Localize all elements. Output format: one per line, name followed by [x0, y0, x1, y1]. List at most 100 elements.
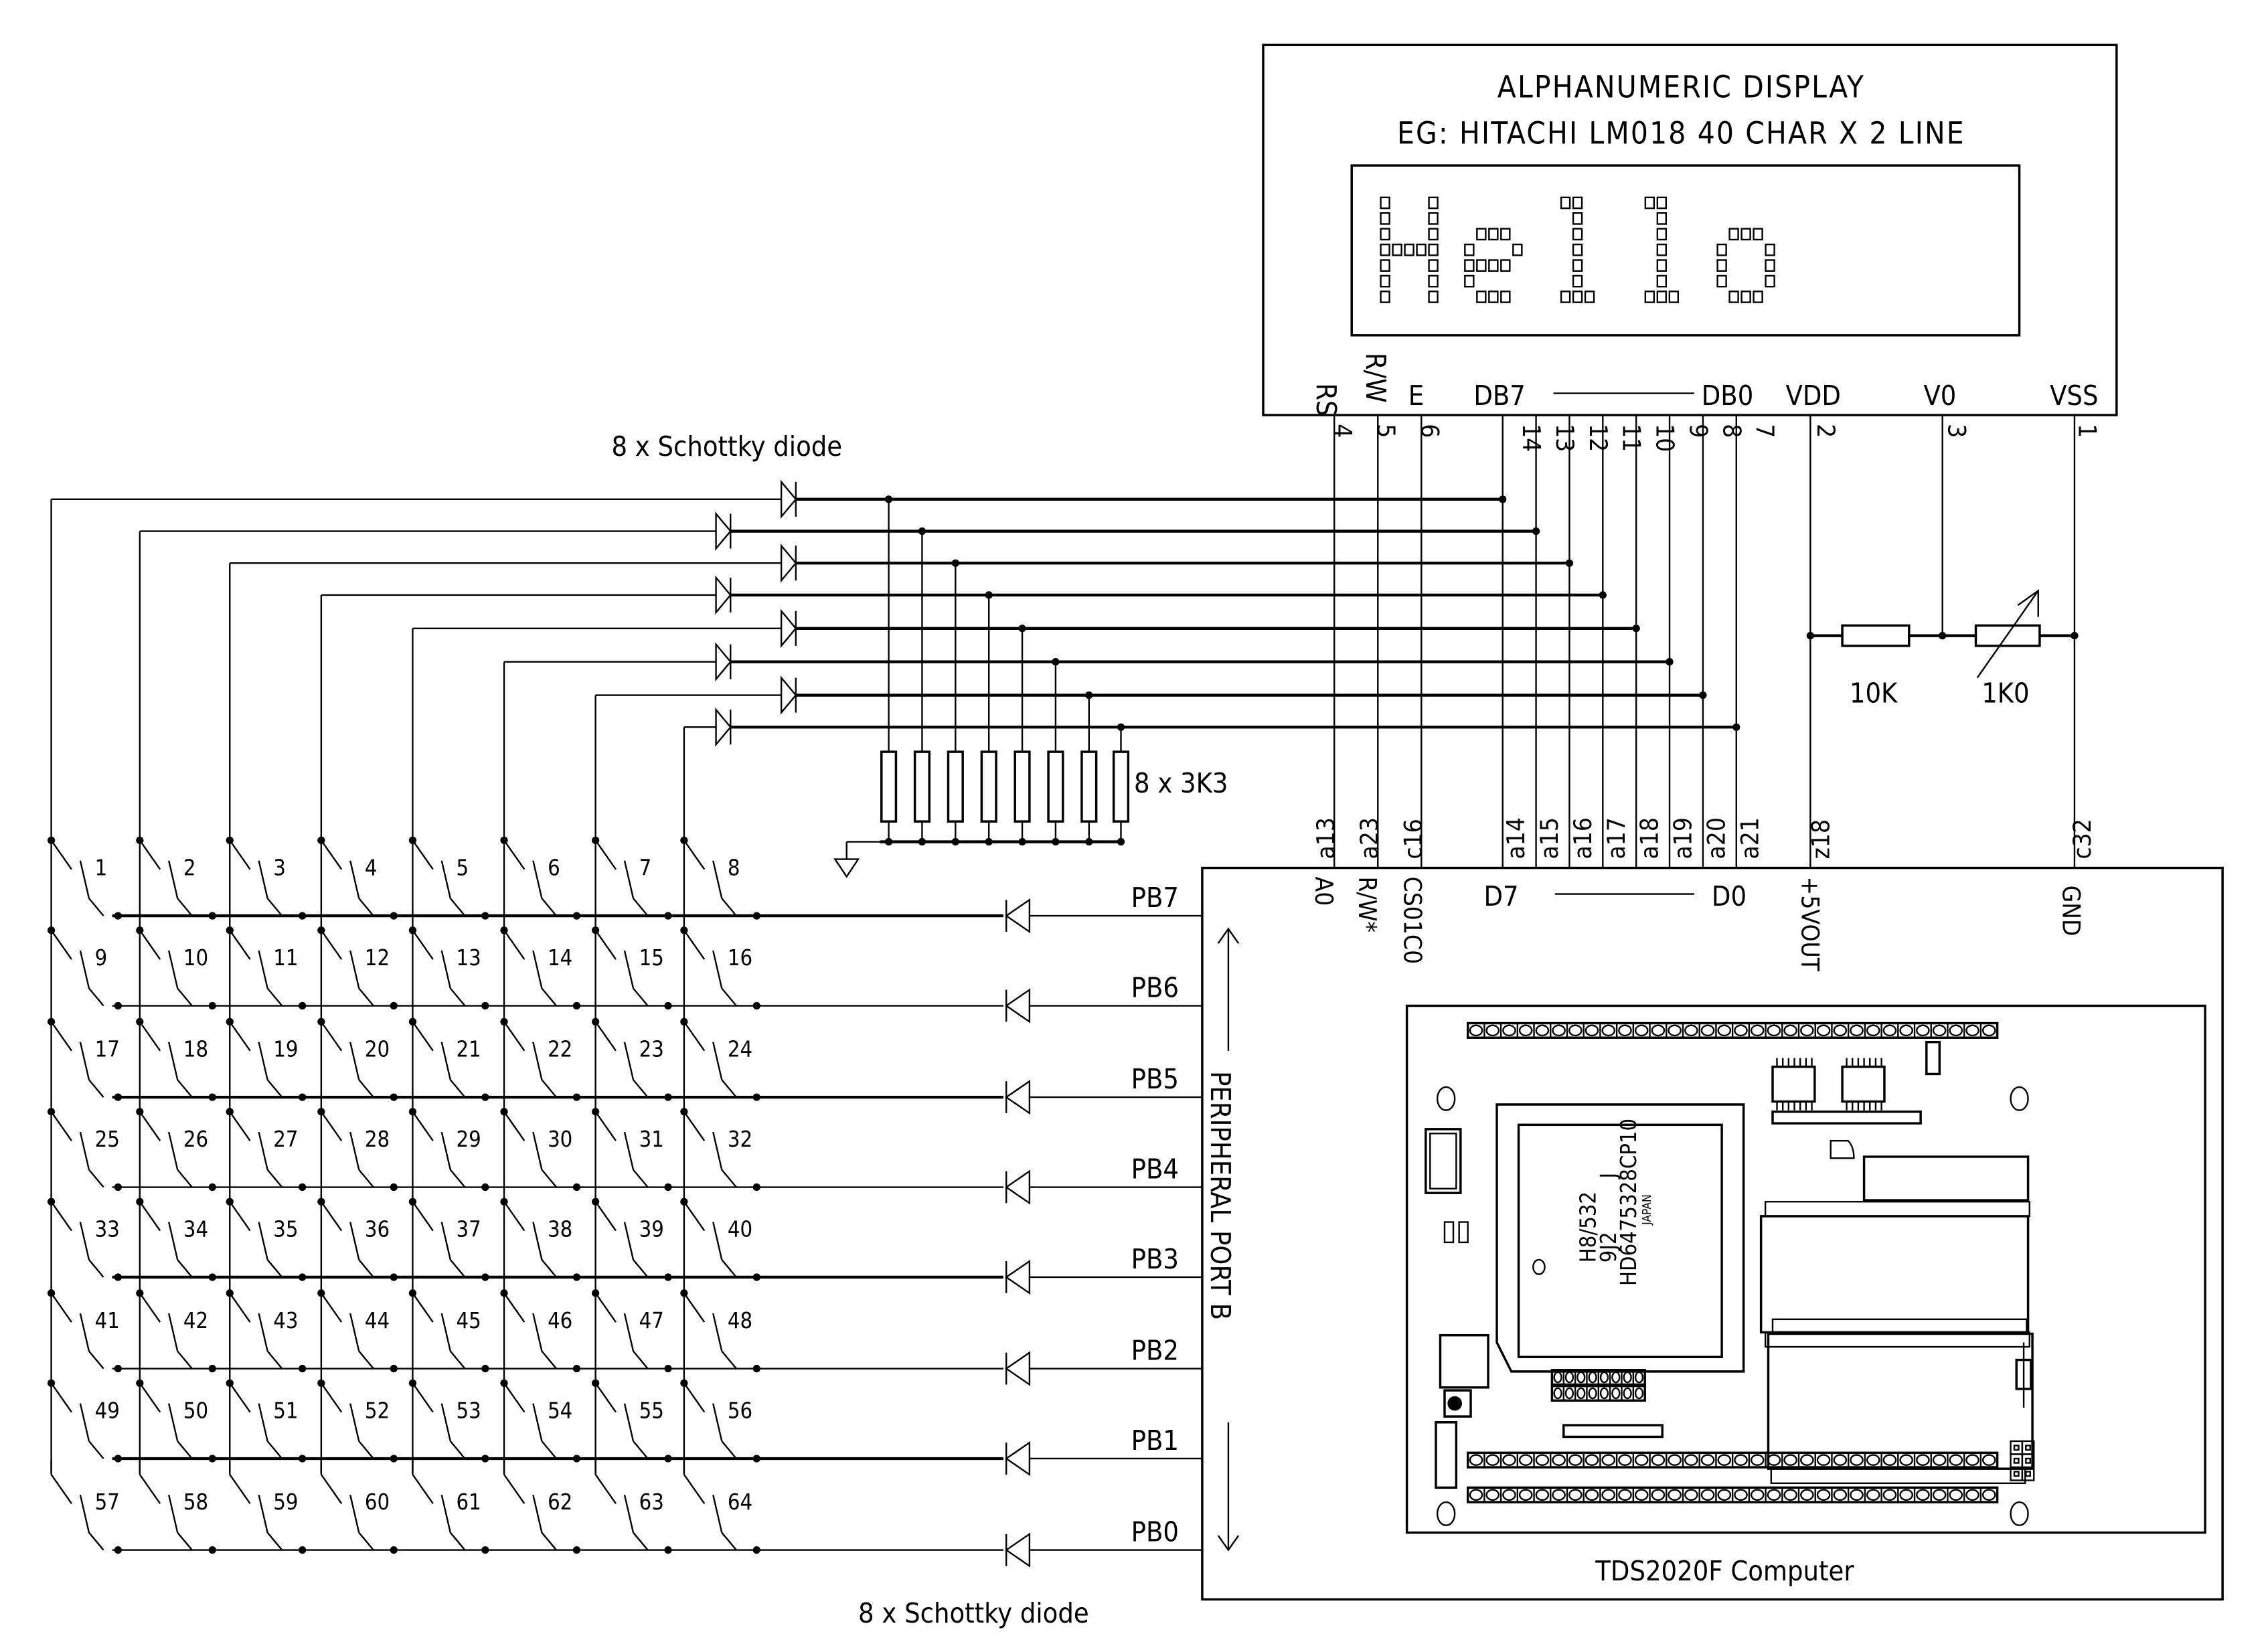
switch-blade: [712, 950, 723, 989]
header-pin: [1866, 1489, 1880, 1501]
lcd-pin-vss: 1: [2073, 424, 2101, 438]
switch-blade: [623, 1403, 635, 1442]
switch-blade: [88, 1532, 104, 1551]
switch-blade: [168, 1403, 179, 1442]
switch-blade: [623, 860, 635, 899]
switch-blade: [532, 1494, 543, 1533]
switch-blade: [532, 1403, 543, 1442]
switch-contact: [50, 1382, 72, 1413]
key-switch: 27: [226, 1108, 307, 1202]
key-switch: 15: [591, 926, 672, 1021]
switch-blade: [440, 1494, 451, 1533]
switch-blade: [258, 1494, 268, 1533]
switch-contact: [594, 1021, 617, 1052]
dip-chip: [1862, 1155, 2030, 1202]
junction-dot: [390, 1001, 398, 1010]
key-label: 21: [456, 1036, 481, 1062]
header-pin: [1816, 1024, 1831, 1037]
key-label: 16: [728, 945, 752, 971]
header-pin: [1833, 1024, 1848, 1037]
header-pin: [1552, 1489, 1566, 1501]
jumper-cell: [2010, 1453, 2024, 1469]
key-switch: 41: [47, 1289, 122, 1384]
switch-blade: [712, 1222, 723, 1260]
lcd-pixel: [1404, 243, 1414, 256]
lcd-subtitle: EG: HITACHI LM018 40 CHAR X 2 LINE: [1397, 116, 1965, 151]
key-label: 4: [365, 855, 378, 880]
key-label: 5: [456, 855, 469, 880]
lcd-label-rs: RS: [1310, 383, 1342, 416]
header-pin: [1850, 1454, 1864, 1466]
switch-blade: [541, 1441, 557, 1459]
switch-blade: [449, 1441, 466, 1459]
key-switch: 44: [317, 1289, 398, 1384]
key-switch: 62: [503, 1460, 581, 1554]
lcd-pixel: [1656, 259, 1668, 272]
header-pin: [1518, 1024, 1533, 1037]
resistor-1k0-label: 1K0: [1981, 677, 2029, 709]
switch-blade: [266, 1259, 283, 1278]
key-label: 17: [95, 1036, 120, 1062]
key-switch: 47: [591, 1289, 672, 1384]
key-switch: 54: [500, 1379, 581, 1473]
diodes-top-label: 8 x Schottky diode: [611, 430, 842, 463]
switch-blade: [358, 1259, 374, 1278]
switch-blade: [721, 898, 737, 916]
junction-dot: [572, 1546, 581, 1554]
key-label: 15: [639, 945, 664, 971]
key-label: 41: [95, 1308, 120, 1333]
key-label: 58: [183, 1489, 208, 1515]
conn-pin-cs: c16: [1398, 819, 1427, 859]
cpu-number: HD6475328CP10: [1616, 1119, 1641, 1286]
junction-dot: [1632, 625, 1640, 633]
key-label: 57: [95, 1489, 120, 1515]
junction-dot: [481, 912, 489, 920]
key-label: 48: [728, 1308, 752, 1333]
switch-blade: [532, 860, 543, 899]
switch-blade: [358, 1169, 374, 1188]
key-switch: 5: [408, 836, 489, 930]
comp-label-vout: +5VOUT: [1795, 877, 1824, 972]
header-pin: [1634, 1489, 1649, 1501]
header-pin: [1553, 1371, 1562, 1384]
schottky-diode: [715, 575, 732, 615]
lcd-label-vdd: VDD: [1785, 380, 1840, 412]
switch-blade: [177, 1079, 193, 1098]
key-label: 18: [183, 1036, 208, 1062]
key-switch: 42: [136, 1289, 216, 1384]
key-label: 1: [95, 855, 108, 880]
switch-blade: [623, 1494, 635, 1533]
switch-contact: [139, 1111, 161, 1141]
switch-blade: [88, 1441, 104, 1459]
header-pin: [1882, 1024, 1897, 1037]
junction-dot: [1565, 559, 1574, 567]
switch-blade: [721, 1079, 737, 1098]
key-label: 23: [639, 1036, 664, 1062]
key-switch: 58: [139, 1460, 216, 1554]
cpu-suffix: J: [1596, 1173, 1621, 1180]
lcd-pixel: [1488, 228, 1499, 241]
key-label: 13: [456, 945, 481, 971]
switch-contact: [139, 1474, 161, 1504]
switch-contact: [50, 1474, 72, 1504]
key-switch: 28: [317, 1108, 398, 1202]
pullup-resistor: [1080, 750, 1098, 823]
switch-blade: [266, 1169, 283, 1188]
junction-dot: [664, 1273, 672, 1281]
switch-contact: [229, 930, 251, 960]
header-pin: [1535, 1024, 1550, 1037]
switch-contact: [229, 1021, 251, 1052]
junction-dot: [299, 1183, 307, 1192]
header-pin: [1485, 1024, 1500, 1037]
key-label: 44: [365, 1308, 390, 1333]
header-pin: [1717, 1024, 1732, 1037]
header-pin: [1634, 1387, 1644, 1400]
lcd-module: ALPHANUMERIC DISPLAY EG: HITACHI LM018 4…: [1262, 44, 2118, 452]
header-pin: [1502, 1024, 1516, 1037]
switch-blade: [258, 1042, 268, 1080]
lcd-pixel: [1572, 228, 1583, 241]
switch-contact: [139, 1201, 161, 1232]
comp-label-rw: R/W*: [1353, 877, 1382, 933]
jumper-cell: [2010, 1440, 2024, 1455]
